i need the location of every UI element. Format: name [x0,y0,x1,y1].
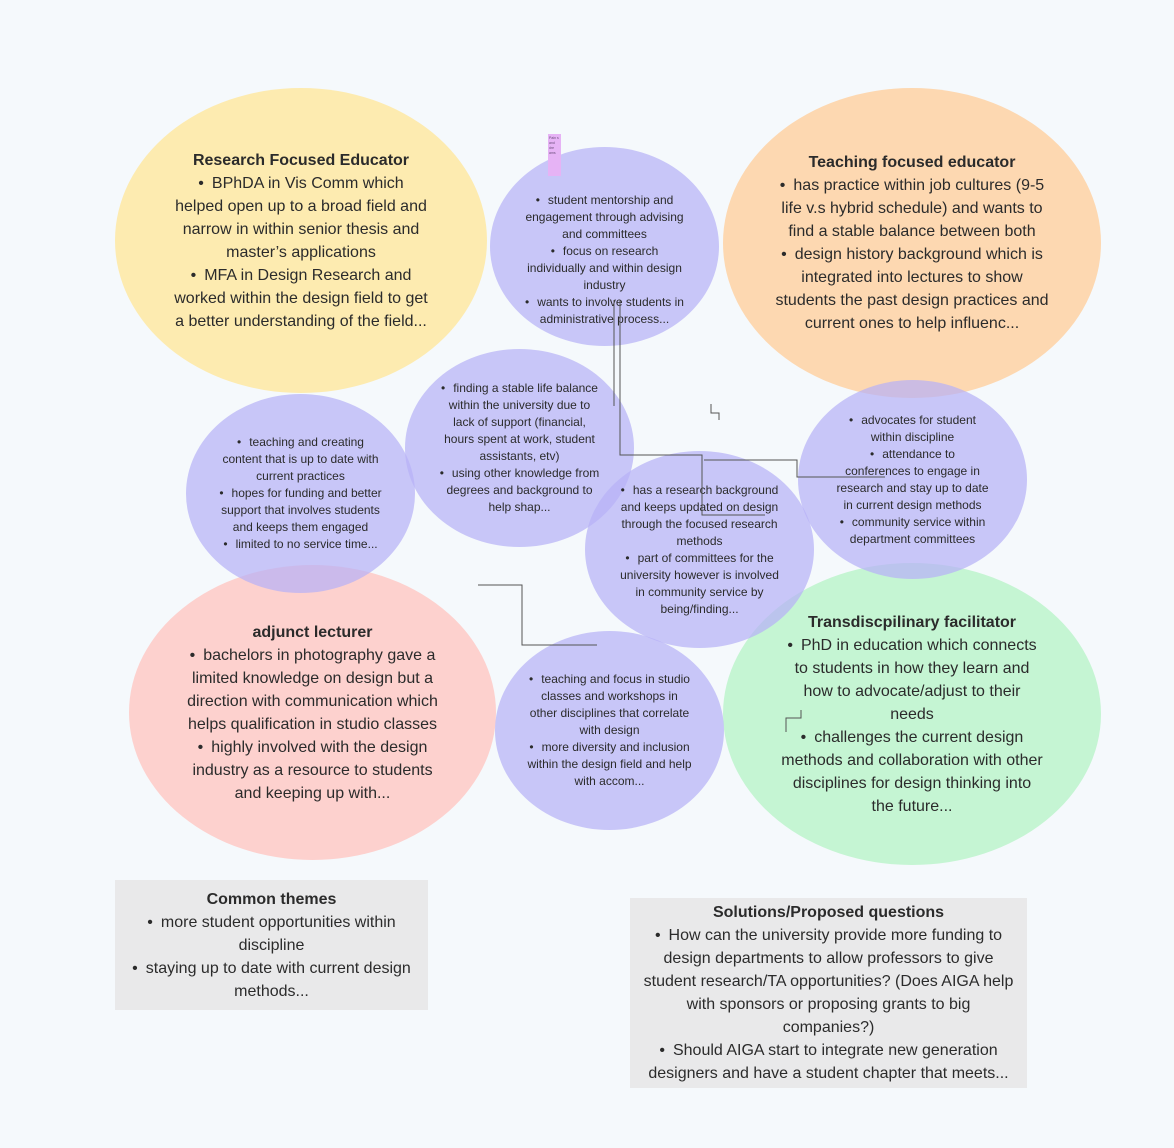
persona-title: Transdiscpilinary facilitator [807,613,1017,631]
list-item: BPhDA in Vis Comm which helped open up t… [173,172,429,264]
bubble-center[interactable]: finding a stable life balance within the… [405,349,634,547]
sticky-note[interactable]: Pain s and dre ams [548,134,561,176]
list-item: attendance to conferences to engage in r… [836,446,989,514]
connector-line [785,710,802,732]
box-title: Solutions/Proposed questions [712,904,945,921]
list-item: hopes for funding and better support tha… [218,485,383,536]
list-item: wants to involve students in administrat… [522,294,687,328]
persona-title: Teaching focused educator [808,154,1016,171]
persona-teaching-focused-educator[interactable]: Teaching focused educator has practice w… [723,88,1101,398]
bubble-left[interactable]: teaching and creating content that is up… [186,394,415,593]
list-item: student mentorship and engagement throug… [522,192,687,243]
list-item: MFA in Design Research and worked within… [173,264,429,333]
list-item: highly involved with the design industry… [184,736,441,805]
connector-line [710,404,720,420]
list-item: part of committees for the university ho… [617,550,782,618]
list-item: finding a stable life balance within the… [437,380,602,465]
list-item: more student opportunities within discip… [131,911,412,957]
common-themes-box[interactable]: Common themes more student opportunities… [115,880,428,1010]
list-item: teaching and creating content that is up… [218,434,383,485]
list-item: using other knowledge from degrees and b… [437,465,602,516]
bubble-right[interactable]: advocates for student within discipline … [798,380,1027,579]
persona-research-focused-educator[interactable]: Research Focused Educator BPhDA in Vis C… [115,88,487,393]
list-item: advocates for student within discipline [836,412,989,446]
box-title: Common themes [206,890,337,908]
persona-adjunct-lecturer[interactable]: adjunct lecturer bachelors in photograph… [129,565,496,860]
list-item: community service within department comm… [836,514,989,548]
list-item: focus on research individually and withi… [522,243,687,294]
list-item: How can the university provide more fund… [642,924,1015,1039]
bubble-bottom[interactable]: teaching and focus in studio classes and… [495,631,724,830]
connector-line [704,459,885,478]
persona-title: adjunct lecturer [252,623,373,641]
list-item: challenges the current design methods an… [781,726,1043,818]
list-item: has practice within job cultures (9-5 li… [775,174,1049,243]
connector-line [619,300,765,516]
list-item: design history background which is integ… [775,243,1049,335]
list-item: teaching and focus in studio classes and… [527,671,692,739]
list-item: staying up to date with current design m… [131,957,412,1003]
solutions-box[interactable]: Solutions/Proposed questions How can the… [630,898,1027,1088]
connector-line [478,584,597,646]
bubble-middle[interactable]: has a research background and keeps upda… [585,451,814,648]
bubble-top[interactable]: student mentorship and engagement throug… [490,147,719,346]
list-item: more diversity and inclusion within the … [527,739,692,790]
list-item: limited to no service time... [218,536,383,553]
list-item: Should AIGA start to integrate new gener… [642,1039,1015,1085]
list-item: bachelors in photography gave a limited … [184,644,441,736]
list-item: PhD in education which connects to stude… [781,634,1043,726]
list-item: has a research background and keeps upda… [617,482,782,550]
persona-title: Research Focused Educator [192,151,410,169]
